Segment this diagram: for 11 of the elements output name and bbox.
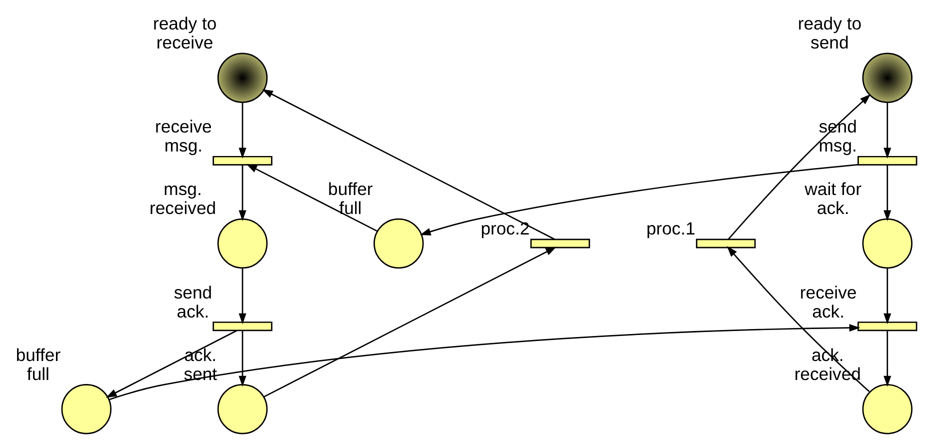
node-label: msg. received	[148, 178, 216, 218]
node-label: receive msg.	[154, 116, 212, 156]
node-label: buffer full	[328, 178, 372, 218]
node-label: ready to send	[797, 13, 862, 52]
node-label: receive ack.	[799, 282, 856, 321]
node-label: send ack.	[173, 282, 212, 321]
node-label: buffer full	[15, 344, 60, 384]
node-label: proc.2	[480, 218, 530, 238]
node-label: ready to receive	[152, 13, 216, 52]
node-label: wait for ack.	[804, 178, 861, 218]
node-label: proc.1	[646, 218, 695, 238]
